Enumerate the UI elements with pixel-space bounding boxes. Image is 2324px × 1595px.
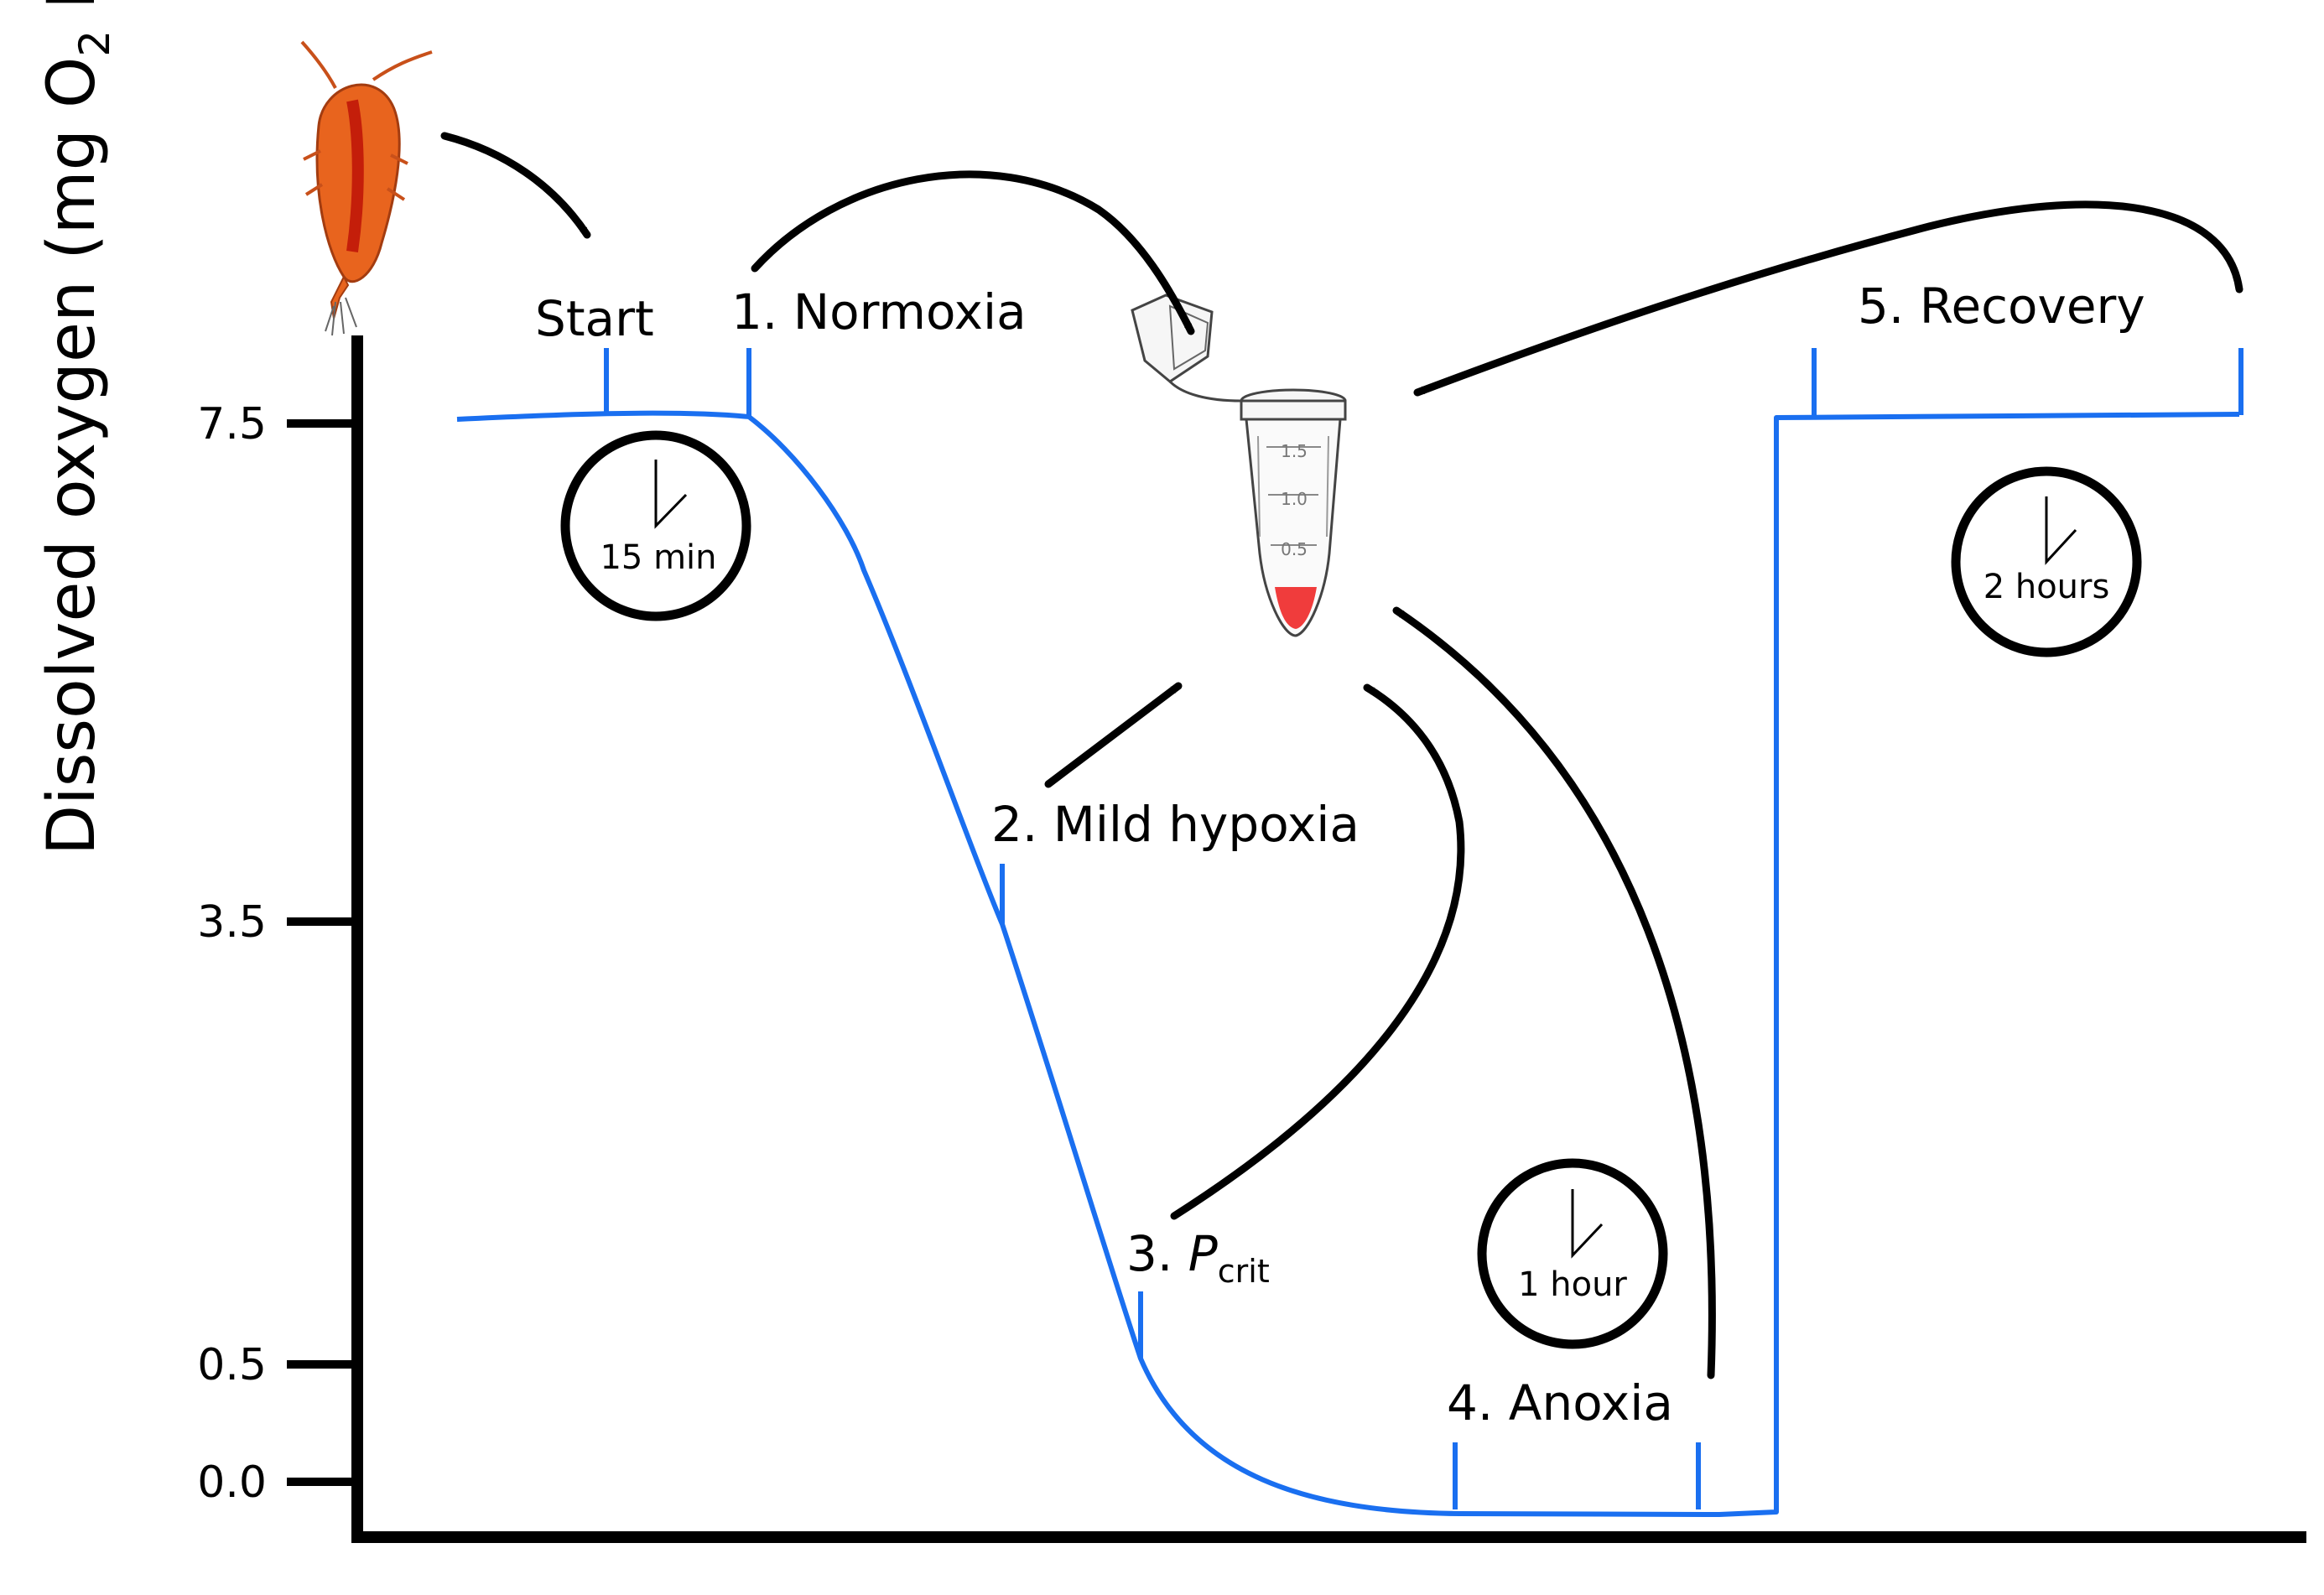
clock-hands: [2045, 496, 2077, 565]
clock-icon: [560, 430, 751, 621]
arrow-normoxia-to-tube: [751, 170, 1195, 335]
arrow-recovery-to-tube: [1413, 200, 2243, 397]
y-axis-label: Dissolved oxygen (mg O2 L-1): [29, 0, 119, 855]
stage-label-normoxia: 1. Normoxia: [731, 283, 1027, 340]
arrow-pcrit-to-tube: [1170, 683, 1465, 1220]
y-tick-label: 0.5: [197, 1340, 267, 1390]
stage-label-pcrit: 3. Pcrit: [1126, 1225, 1270, 1290]
y-tick-label: 0.0: [197, 1457, 267, 1508]
tube-mark: 0.5: [1281, 539, 1308, 559]
arrow-mild-hypoxia-to-tube: [1044, 682, 1183, 788]
clock-icon: [1951, 466, 2142, 657]
timer-15-min: 15 min: [560, 430, 751, 621]
microcentrifuge-tube-icon: 1.5 1.0 0.5: [1131, 294, 1347, 637]
clock-icon: [1477, 1158, 1668, 1349]
y-tick-label: 3.5: [197, 897, 267, 948]
stage-label-anoxia: 4. Anoxia: [1447, 1374, 1673, 1431]
clock-hands: [654, 460, 688, 529]
stage-label-mild-hypoxia: 2. Mild hypoxia: [991, 796, 1360, 853]
sampling-marks: [604, 348, 2243, 1509]
timer-label: 1 hour: [1518, 1265, 1627, 1304]
arrow-organism-to-start: [440, 132, 591, 239]
clock-hands: [1571, 1189, 1604, 1259]
stage-label-recovery: 5. Recovery: [1858, 278, 2145, 335]
oxygen-curve: [456, 410, 2240, 1517]
arrows: [440, 132, 2243, 1379]
y-tick-label: 7.5: [197, 399, 267, 449]
axes: 7.5 3.5 0.5 0.0: [197, 335, 2306, 1543]
timer-1-hour: 1 hour: [1477, 1158, 1668, 1349]
timer-label: 15 min: [600, 538, 716, 577]
arrow-anoxia-to-tube: [1392, 606, 1716, 1379]
timer-label: 2 hours: [1983, 568, 2110, 606]
stage-label-start: Start: [535, 290, 654, 347]
timer-2-hours: 2 hours: [1951, 466, 2142, 657]
tube-mark: 1.0: [1281, 489, 1308, 509]
tube-mark: 1.5: [1281, 441, 1308, 461]
copepod-icon: [300, 40, 433, 336]
